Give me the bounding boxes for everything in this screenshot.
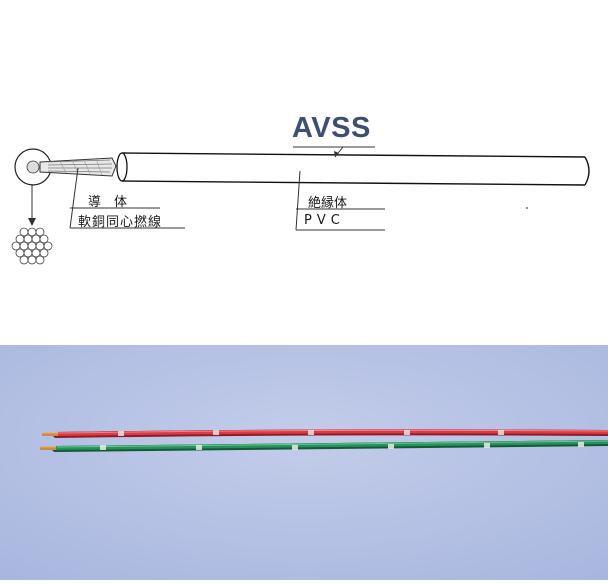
green-wire xyxy=(40,440,608,452)
stray-dot xyxy=(526,207,528,209)
insulation-material-label: PVC xyxy=(304,213,345,228)
wire-photo-drawing xyxy=(0,345,608,580)
down-arrowhead xyxy=(28,218,36,226)
insulation-leader xyxy=(295,170,301,231)
cable-structure-diagram: AVSS 導 体 軟銅同心撚線 絶縁体 PVC xyxy=(11,112,590,265)
cable-drawing xyxy=(11,146,590,265)
wire-photo xyxy=(0,345,608,580)
title-arrowhead xyxy=(334,151,339,157)
cross-section-core xyxy=(26,160,40,174)
insulation-label: 絶縁体 xyxy=(308,196,348,211)
strand-bundle-icon xyxy=(11,227,53,265)
conductor-strands xyxy=(39,157,117,177)
conductor-type-label: 軟銅同心撚線 xyxy=(78,215,163,230)
photo-background xyxy=(0,345,608,580)
conductor-leader xyxy=(69,167,79,229)
conductor-label: 導 体 xyxy=(88,195,128,210)
red-wire xyxy=(42,429,608,438)
cable-type-title: AVSS xyxy=(292,112,371,144)
insulation-tube xyxy=(116,152,590,186)
